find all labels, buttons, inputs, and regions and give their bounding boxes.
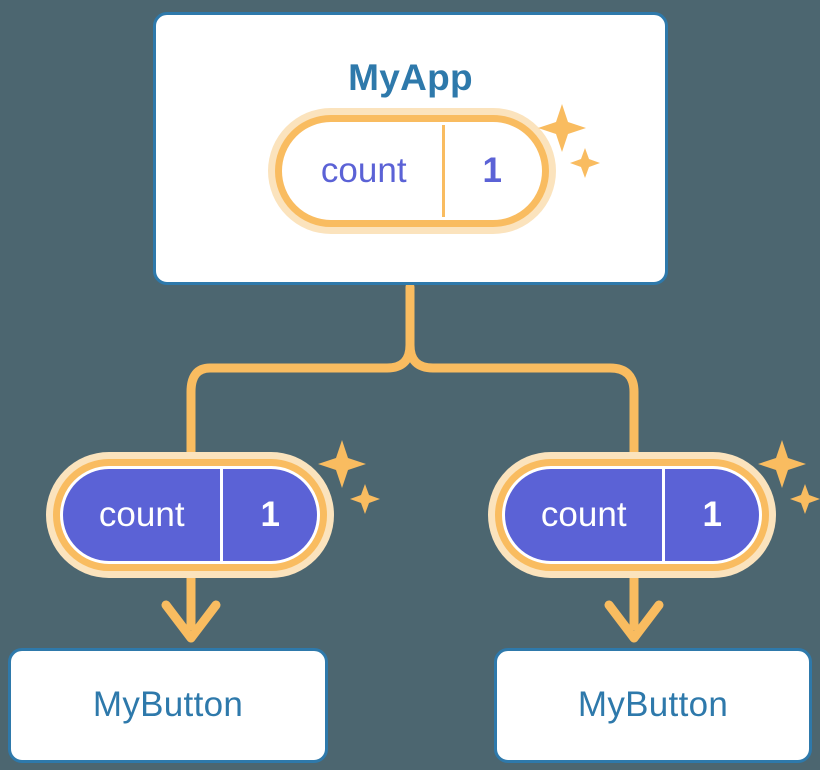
component-card-mybutton-left[interactable]: MyButton (8, 648, 328, 763)
state-pill-ring: count 1 (275, 115, 549, 227)
state-key-label: count (320, 151, 407, 190)
tree-branch-connector (405, 282, 639, 457)
state-pill-body: count 1 (63, 469, 317, 561)
state-key-label: count (540, 495, 627, 534)
state-value-label: 1 (442, 125, 539, 217)
state-pill-right[interactable]: count 1 (488, 452, 776, 578)
state-pill-body: count 1 (285, 125, 539, 217)
page-title: MyApp (348, 57, 473, 98)
component-card-label: MyButton (577, 685, 729, 724)
state-pill-body: count 1 (505, 469, 759, 561)
component-card-mybutton-right[interactable]: MyButton (494, 648, 812, 763)
state-pill-left[interactable]: count 1 (46, 452, 334, 578)
arrow-down-icon-right (604, 578, 664, 643)
state-pill-ring: count 1 (495, 459, 769, 571)
state-pill-ring: count 1 (53, 459, 327, 571)
state-pill-myapp[interactable]: count 1 (268, 108, 556, 234)
state-value-label: 1 (220, 469, 317, 561)
state-key-label: count (98, 495, 185, 534)
state-value-label: 1 (662, 469, 759, 561)
arrow-down-icon-left (161, 578, 221, 643)
tree-branch-connector-left (186, 340, 415, 457)
component-card-label: MyButton (92, 685, 244, 724)
